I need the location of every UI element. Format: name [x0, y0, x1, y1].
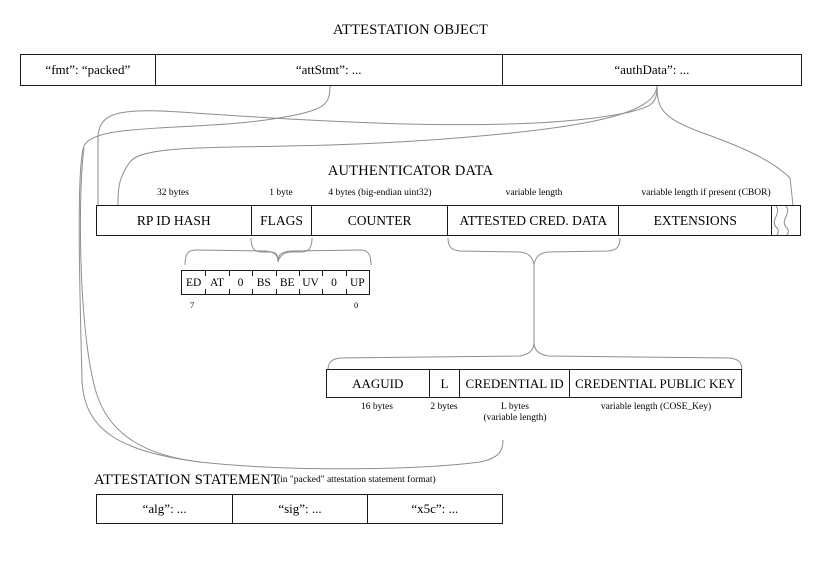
diagram-title: ATTESTATION OBJECT [332, 22, 489, 38]
bit-index-msb: 7 [190, 300, 195, 310]
field-authdata[interactable]: “authData”: ... [614, 62, 690, 77]
caption-credential-id-length-size: 2 bytes [430, 402, 458, 412]
flag-bit-be[interactable]: BE [275, 271, 299, 294]
field-sig[interactable]: “sig”: ... [233, 495, 368, 523]
caption-counter-size: 4 bytes (big-endian uint32) [328, 188, 432, 198]
field-credential-public-key[interactable]: CREDENTIAL PUBLIC KEY [575, 375, 736, 391]
truncation-break-icon [772, 205, 801, 236]
field-x5c[interactable]: “x5c”: ... [411, 501, 459, 516]
field-rp-id-hash[interactable]: RP ID HASH [97, 206, 252, 235]
attestation-object-row: “fmt”: “packed” “attStmt”: ... “authData… [20, 54, 802, 86]
flag-bit-bs[interactable]: BS [252, 271, 275, 294]
attestation-statement-row: “alg”: ... “sig”: ... “x5c”: ... [96, 494, 503, 524]
caption-flags-size: 1 byte [269, 188, 293, 198]
caption-rp-id-hash-size: 32 bytes [157, 188, 189, 198]
authenticator-data-row: RP ID HASH FLAGS COUNTER ATTESTED CRED. … [96, 205, 772, 236]
caption-credential-public-key-size: variable length (COSE_Key) [600, 402, 712, 412]
field-flags[interactable]: FLAGS [252, 206, 313, 235]
flag-bit-uv[interactable]: UV [298, 271, 322, 294]
authenticator-data-title: AUTHENTICATOR DATA [327, 163, 494, 179]
field-fmt[interactable]: “fmt”: “packed” [21, 55, 156, 85]
caption-extensions-size: variable length if present (CBOR) [641, 188, 771, 198]
flags-bit-row: ED AT 0 BS BE UV 0 UP [181, 270, 370, 295]
flag-bit-at[interactable]: AT [205, 271, 228, 294]
attested-credential-data-row: AAGUID L CREDENTIAL ID CREDENTIAL PUBLIC… [326, 369, 742, 398]
field-credential-id[interactable]: CREDENTIAL ID [460, 370, 570, 397]
field-attested-cred-data[interactable]: ATTESTED CRED. DATA [448, 206, 620, 235]
field-extensions[interactable]: EXTENSIONS [653, 212, 737, 228]
caption-credential-id-size-line1: L bytes [501, 402, 529, 412]
bit-index-lsb: 0 [354, 300, 359, 310]
flag-bit-reserved-1[interactable]: 0 [322, 271, 345, 294]
flag-bit-reserved-5[interactable]: 0 [228, 271, 252, 294]
caption-credential-id-size-line2: (variable length) [483, 412, 547, 423]
attestation-statement-title: ATTESTATION STATEMENT [94, 472, 280, 488]
field-credential-id-length[interactable]: L [430, 370, 461, 397]
flag-bit-ed[interactable]: ED [186, 276, 202, 289]
flag-bit-up[interactable]: UP [345, 271, 369, 294]
caption-credential-id-size: L bytes (variable length) [483, 402, 546, 424]
caption-attested-cred-data-size: variable length [505, 188, 563, 198]
caption-aaguid-size: 16 bytes [361, 402, 393, 412]
field-aaguid[interactable]: AAGUID [327, 370, 430, 397]
attestation-statement-note: (in "packed" attestation statement forma… [277, 475, 436, 485]
field-alg[interactable]: “alg”: ... [97, 495, 234, 523]
field-counter[interactable]: COUNTER [312, 206, 448, 235]
field-attstmt[interactable]: “attStmt”: ... [156, 55, 503, 85]
